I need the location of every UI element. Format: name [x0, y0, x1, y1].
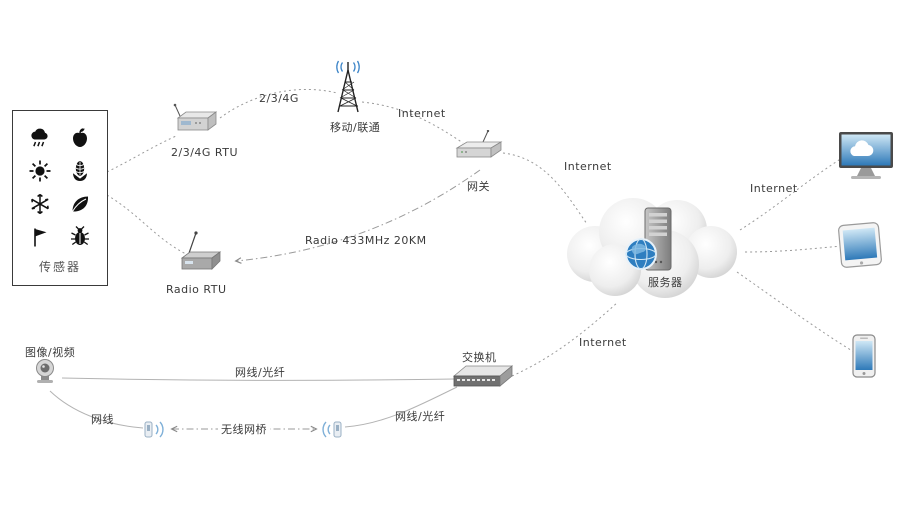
rtu-4g-device-icon [170, 102, 220, 138]
link-camera-switch [61, 377, 456, 381]
link-label-internet-cloud-clients: Internet [750, 182, 798, 195]
mobile-tower-label: 移动/联通 [330, 121, 381, 134]
link-camera-bridge [49, 390, 144, 429]
switch-device-icon [452, 362, 514, 390]
link-switch-cloud [511, 301, 619, 377]
link-bridge-switch [344, 386, 458, 428]
link-gateway-radiortu [236, 169, 481, 261]
camera-label: 图像/视频 [25, 346, 76, 359]
link-label-radio-433mhz: Radio 433MHz 20KM [305, 234, 427, 247]
link-gateway-cloud [502, 152, 588, 225]
tablet-icon [836, 220, 884, 270]
link-label-2-3-4g: 2/3/4G [259, 92, 299, 105]
sensor-panel: 传感器 [12, 110, 108, 286]
beetle-icon [68, 225, 92, 249]
link-sensors-radiortu [106, 194, 187, 255]
switch-label: 交换机 [462, 351, 497, 364]
radio-rtu-device-icon [176, 230, 226, 274]
link-sensors-rtu [106, 135, 177, 173]
leaf-icon [68, 192, 92, 216]
link-cloud-phone [736, 271, 855, 353]
sun-icon [28, 159, 52, 183]
cell-tower-icon [330, 60, 366, 114]
apple-icon [68, 126, 92, 150]
link-tower-gateway [361, 101, 464, 144]
link-label-fiber-bottom: 网线/光纤 [395, 410, 446, 423]
link-label-internet-tower-gateway: Internet [398, 107, 446, 120]
gateway-label: 网关 [467, 180, 490, 193]
link-rtu-tower [219, 88, 338, 119]
dome-camera-icon [30, 358, 60, 386]
gateway-device-icon [453, 130, 503, 164]
link-label-cable: 网线 [91, 413, 114, 426]
radio-rtu-label: Radio RTU [166, 283, 227, 296]
link-label-wireless-bridge: 无线网桥 [218, 423, 270, 437]
link-label-fiber-top: 网线/光纤 [235, 366, 286, 379]
wireless-bridge-left-icon [142, 418, 170, 440]
smartphone-icon [851, 334, 877, 378]
rtu-4g-label: 2/3/4G RTU [171, 146, 239, 159]
link-cloud-tablet [744, 245, 843, 253]
sensor-panel-label: 传感器 [38, 260, 81, 274]
rain-cloud-icon [28, 126, 52, 150]
corn-icon [68, 159, 92, 183]
wireless-bridge-right-icon [316, 418, 344, 440]
sensor-icon-grid [22, 121, 98, 253]
link-cloud-monitor [739, 157, 843, 231]
server-cloud-icon [553, 192, 753, 307]
link-label-internet-switch-cloud: Internet [579, 336, 627, 349]
snowflake-icon [28, 192, 52, 216]
globe-icon [625, 238, 657, 270]
flag-icon [28, 225, 52, 249]
link-label-internet-gateway-cloud: Internet [564, 160, 612, 173]
desktop-monitor-icon [838, 131, 894, 181]
server-label: 服务器 [648, 276, 683, 289]
